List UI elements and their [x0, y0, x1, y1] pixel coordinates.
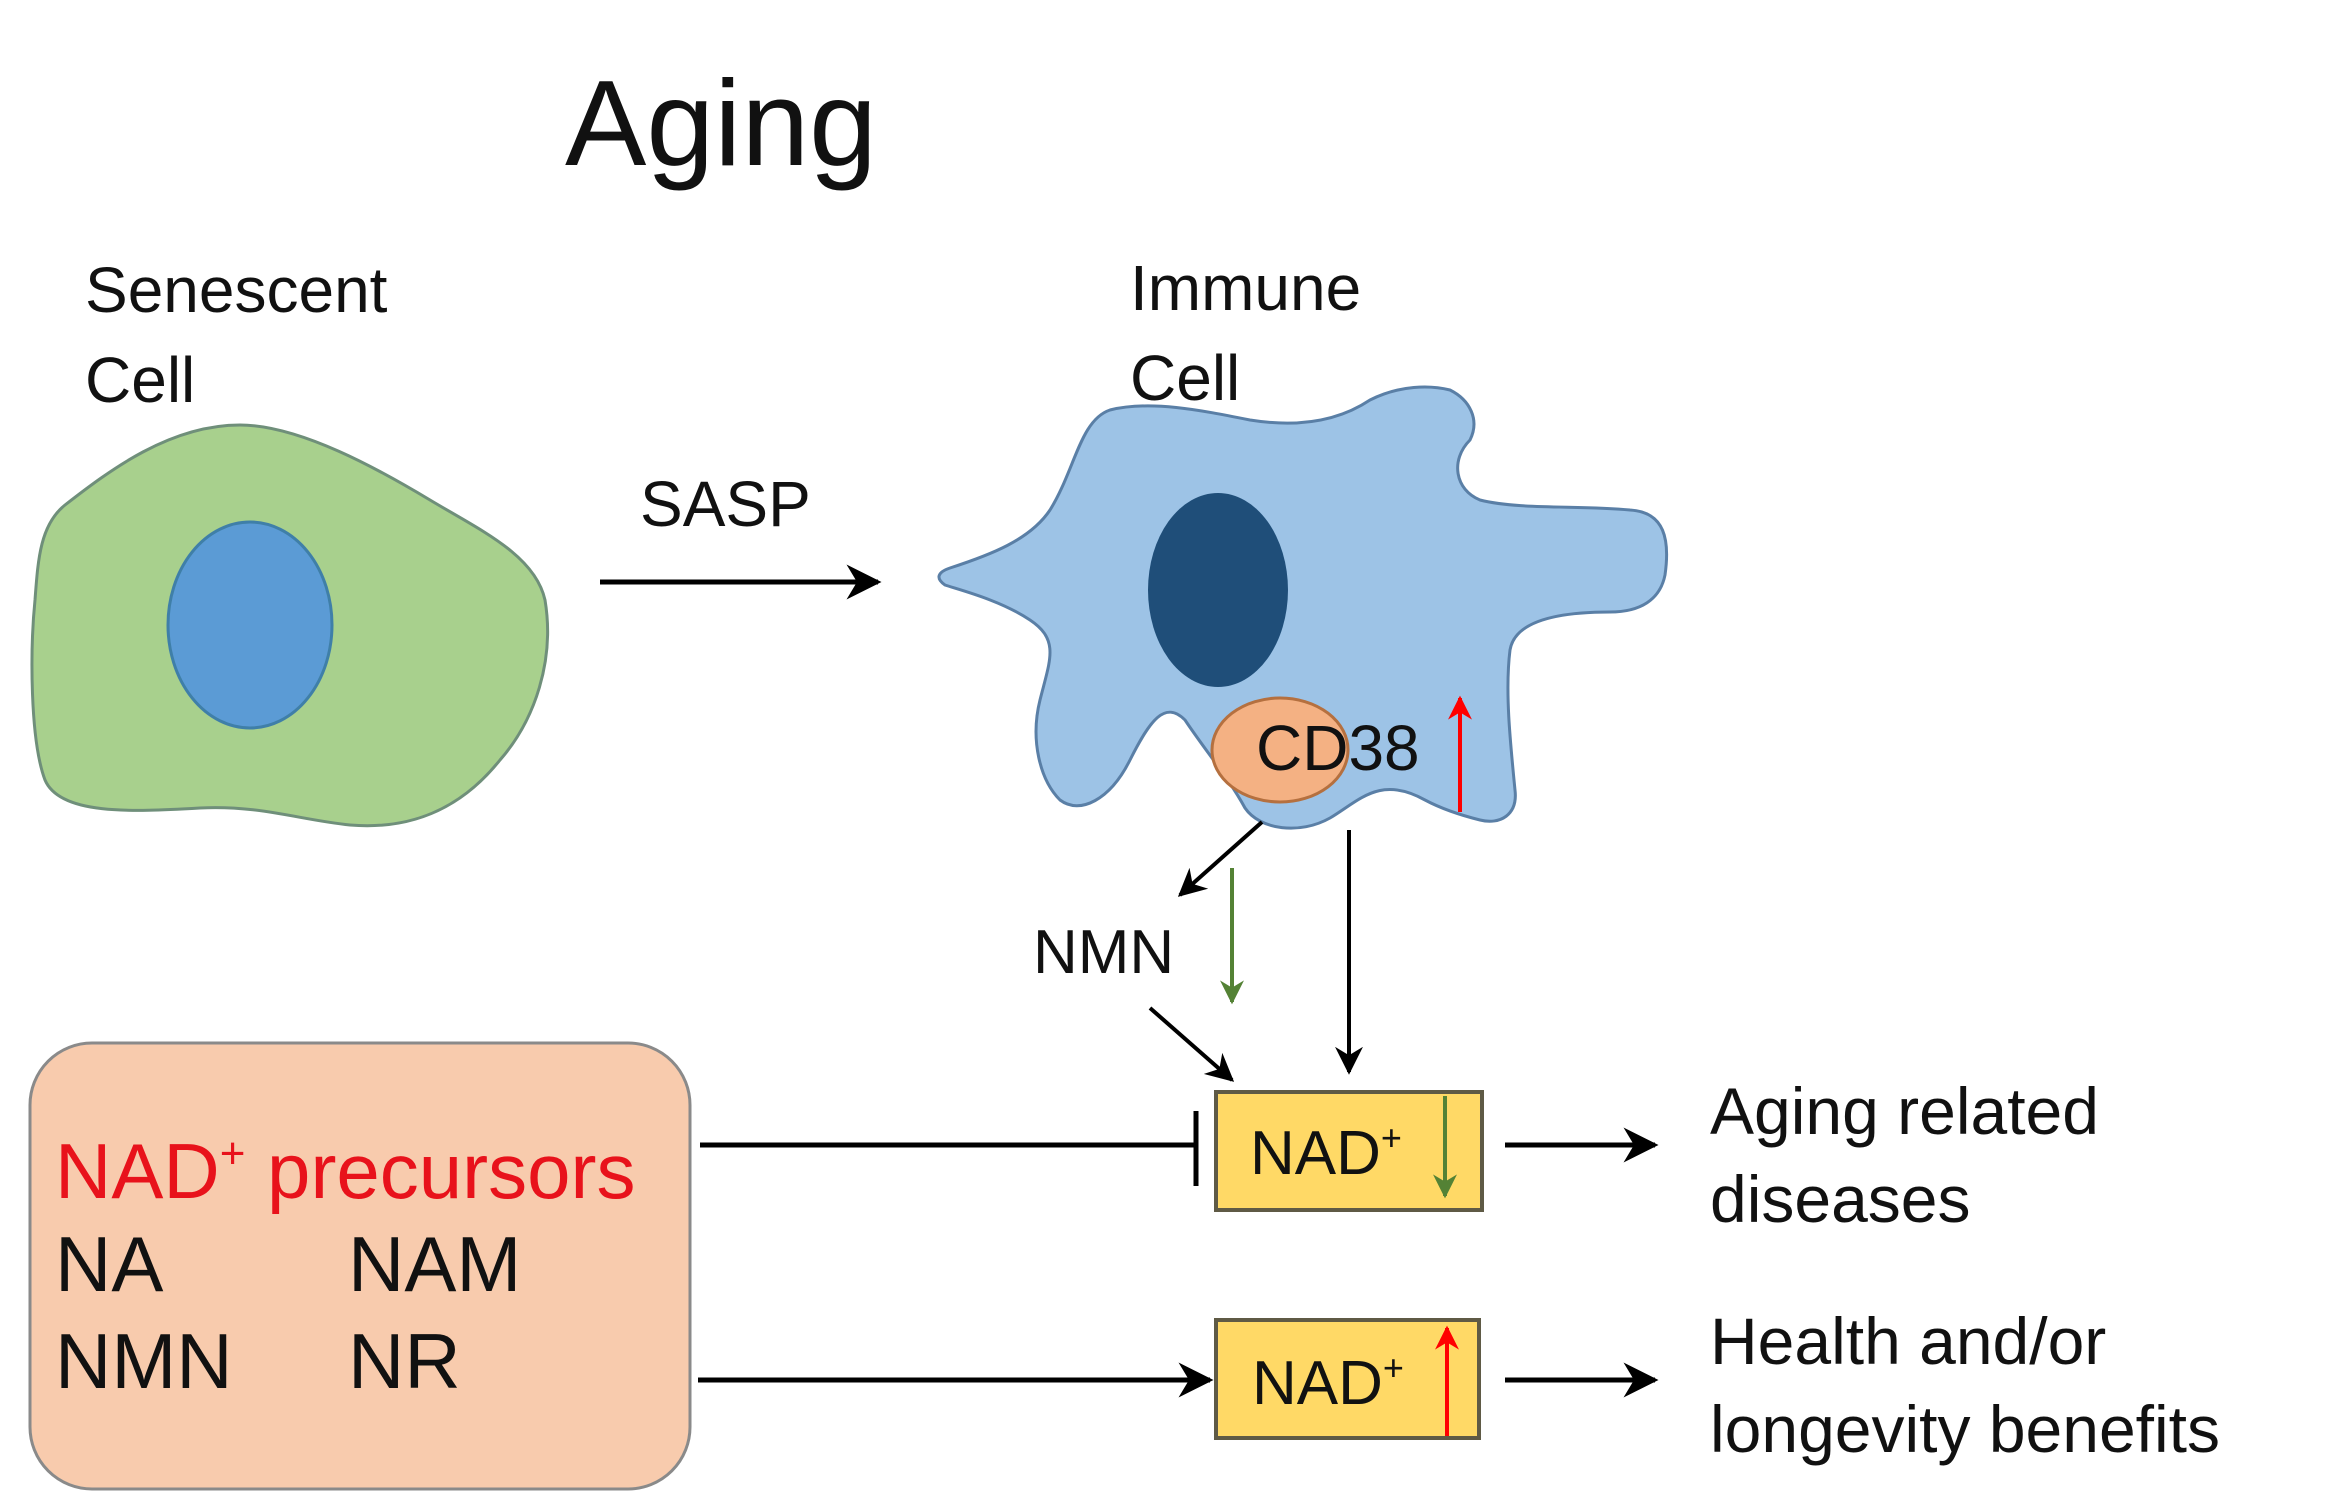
precursors-title: NAD+ precursors [55, 1129, 636, 1211]
senescent-nucleus [166, 520, 334, 730]
cd38-label: CD38 [1256, 712, 1420, 784]
immune-nucleus [1148, 493, 1288, 687]
senescent-cell-label-line1: Senescent [85, 254, 388, 326]
immune-cell-label-line1: Immune [1130, 252, 1362, 324]
outcome-health-line2: longevity benefits [1710, 1392, 2220, 1466]
diagram-title: Aging [565, 55, 878, 191]
precursors-title-rest: precursors [245, 1127, 636, 1215]
precursor-item: NA [55, 1220, 164, 1308]
senescent-cell-label-line2: Cell [85, 344, 196, 416]
nad-label-text: NAD [1250, 1119, 1381, 1188]
nad-label-text: NAD [1252, 1349, 1383, 1418]
precursor-item: NR [348, 1317, 461, 1405]
nad-label-increased: NAD+ [1252, 1350, 1404, 1415]
nmn-to-nad-arrow [1148, 1006, 1235, 1082]
immune-cell-body [937, 385, 1669, 830]
outcome-health-line1: Health and/or [1710, 1304, 2107, 1378]
precursor-item: NAM [348, 1220, 522, 1308]
sasp-label: SASP [640, 468, 811, 540]
nad-label-decreased: NAD+ [1250, 1120, 1402, 1185]
cd38-receptor [1210, 696, 1350, 804]
cd38-to-nmn-arrow [1177, 820, 1264, 897]
precursors-title-sup: + [219, 1129, 246, 1178]
outcome-aging-line1: Aging related [1710, 1074, 2099, 1148]
nmn-label: NMN [1033, 918, 1175, 987]
precursor-box [28, 1041, 692, 1491]
precursor-item: NMN [55, 1317, 233, 1405]
immune-cell-label-line2: Cell [1130, 342, 1241, 414]
nad-label-sup: + [1382, 1347, 1404, 1388]
nad-label-sup: + [1380, 1117, 1402, 1158]
precursors-title-main: NAD [55, 1127, 220, 1215]
outcome-aging-line2: diseases [1710, 1162, 1971, 1236]
